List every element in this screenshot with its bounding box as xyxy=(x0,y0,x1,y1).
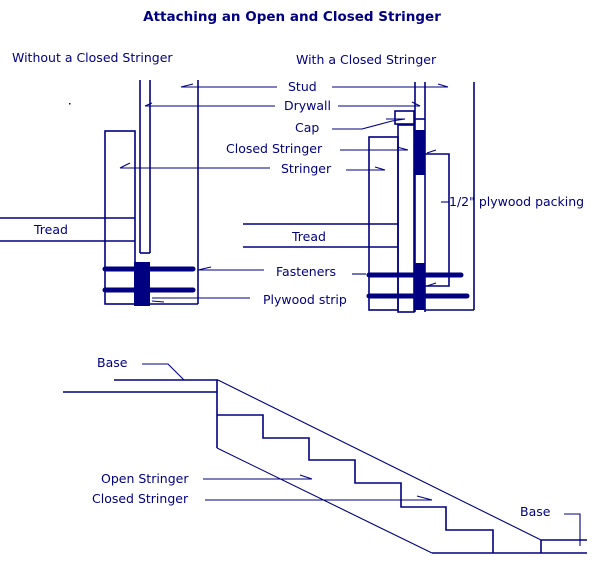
right-packing-outline xyxy=(425,153,450,287)
right-closed-stringer-board xyxy=(397,124,415,313)
right-packing-upper xyxy=(415,130,425,175)
diagram-title: Attaching an Open and Closed Stringer xyxy=(143,9,441,25)
plywood-strip-arrow-left xyxy=(151,300,165,303)
stringer-arrow-left xyxy=(119,162,131,169)
closed-stringer-label: Closed Stringer xyxy=(226,141,323,156)
stud-arrow-right xyxy=(437,83,449,88)
left-tread-label: Tread xyxy=(33,222,68,237)
right-cap xyxy=(394,110,415,125)
plywood-strip-label: Plywood strip xyxy=(263,292,347,307)
open-stringer-label: Open Stringer xyxy=(101,471,189,486)
cap-leader xyxy=(332,118,406,130)
plywood-strip-arrow-right xyxy=(426,282,437,287)
drywall-arrow-left xyxy=(144,102,153,107)
stud-label: Stud xyxy=(288,79,317,94)
base-label-bottom: Base xyxy=(520,504,551,519)
right-tread-label: Tread xyxy=(291,229,326,244)
closed-stringer-top-edge xyxy=(217,379,542,541)
base-label-top: Base xyxy=(97,355,128,370)
fasteners-label: Fasteners xyxy=(276,264,336,279)
left-assembly: Tread xyxy=(0,80,199,306)
callouts: Stud Drywall Cap Closed Stringer Stringe… xyxy=(119,79,449,307)
packing-arrow xyxy=(426,149,437,154)
stud-arrow-left xyxy=(180,83,194,88)
stringer-arrow-right xyxy=(374,166,386,171)
closed-stringer-stair-label: Closed Stringer xyxy=(92,491,189,506)
stringer-label: Stringer xyxy=(281,161,332,176)
stray-dot xyxy=(69,103,71,105)
drywall-arrow-right xyxy=(411,101,421,107)
left-panel-heading: Without a Closed Stringer xyxy=(12,50,173,65)
drywall-label: Drywall xyxy=(284,98,331,113)
open-stringer-arrow xyxy=(299,474,313,480)
left-plywood-strip xyxy=(134,262,150,306)
fasteners-arrow-left xyxy=(197,266,212,271)
stair-section: Base Base Open Stringer Closed Stringer xyxy=(63,355,587,554)
right-plywood-strip xyxy=(415,263,425,310)
closed-stringer-stair-arrow xyxy=(416,495,433,501)
step-profile xyxy=(217,414,494,553)
right-assembly: Tread 1/2" plywood packing xyxy=(243,82,584,313)
packing-label: 1/2" plywood packing xyxy=(449,194,584,209)
base-bottom-leader xyxy=(564,513,581,546)
right-panel-heading: With a Closed Stringer xyxy=(296,52,437,67)
base-top-leader xyxy=(142,363,185,381)
closed-stringer-arrow xyxy=(396,146,409,151)
cap-label: Cap xyxy=(295,120,319,135)
